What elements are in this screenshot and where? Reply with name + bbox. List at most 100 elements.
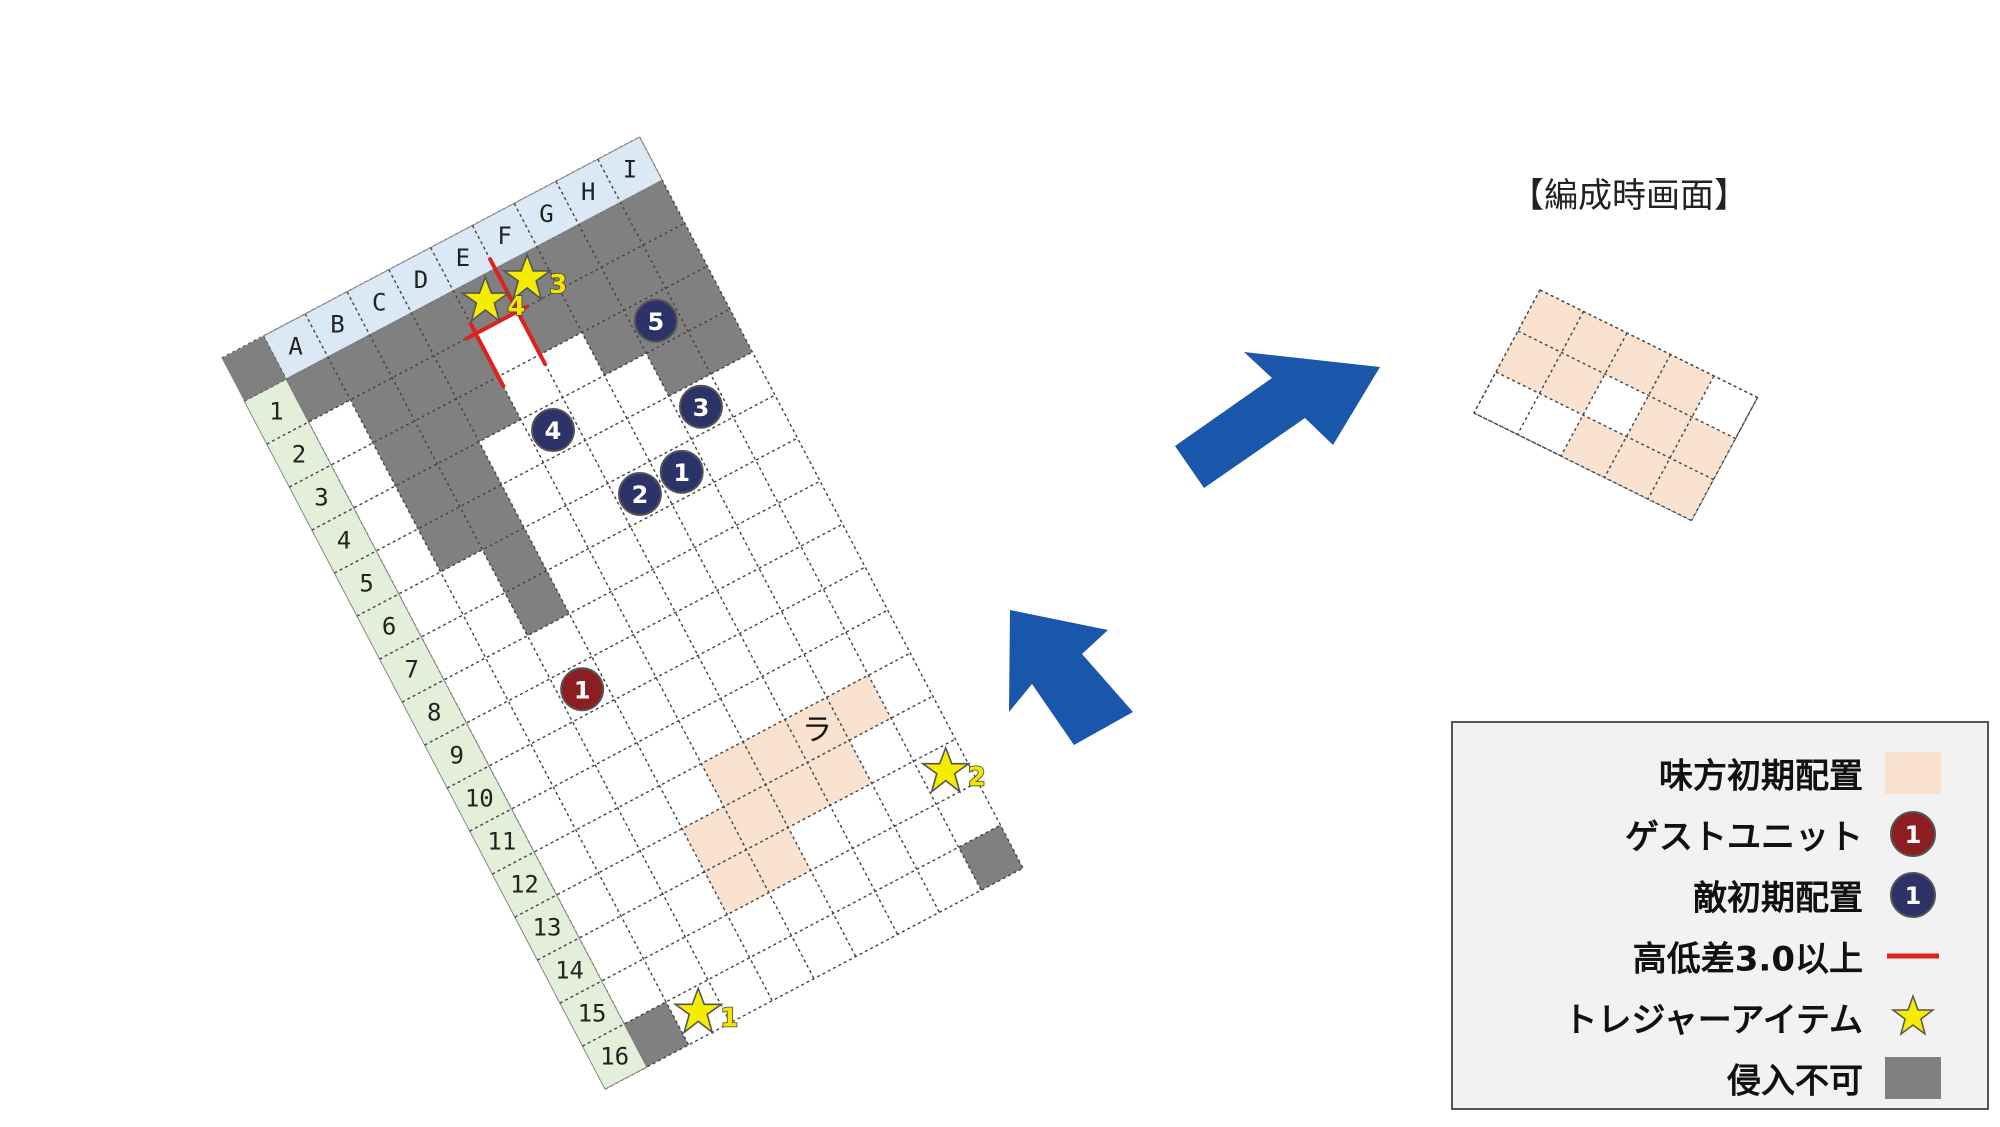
- grid-line: [446, 765, 490, 789]
- grid-line: [1647, 375, 1715, 500]
- enemy-unit-marker-number: 5: [648, 308, 665, 336]
- star-icon: [672, 986, 724, 1035]
- blocked-cell: [665, 266, 730, 332]
- ally-start-cell: [701, 741, 766, 807]
- row-header-label: 15: [578, 1000, 607, 1028]
- column-header-label: G: [539, 200, 553, 228]
- blocked-cell: [411, 290, 476, 356]
- enemy-unit-marker-number: 4: [545, 417, 562, 445]
- blocked-cell: [559, 267, 624, 333]
- map-label: ラ: [802, 713, 832, 748]
- row-header-label: 16: [600, 1043, 629, 1071]
- ally-start-cell: [765, 762, 830, 828]
- legend-enemy-start-label: 敵初期配置: [1693, 878, 1863, 919]
- blocked-cell: [536, 224, 602, 290]
- grid-line: [1603, 354, 1672, 478]
- grid-line: [1516, 311, 1585, 435]
- formation-cell: [1496, 331, 1562, 394]
- formation-cell: [1648, 354, 1714, 417]
- blocked-cell: [392, 355, 457, 421]
- row-header-label: 13: [533, 914, 562, 942]
- legend-ally-start: 味方初期配置: [1453, 743, 1987, 803]
- formation-cell: [1626, 395, 1692, 458]
- legend-guest-unit: ゲストユニット 1: [1453, 804, 1987, 864]
- guest-unit-marker-disc: [560, 667, 605, 712]
- ally-start-cell: [784, 697, 850, 763]
- enemy-unit-marker: 5: [633, 298, 678, 343]
- grid-line: [334, 351, 753, 574]
- treasure-marker: 1: [672, 986, 739, 1035]
- grid-line: [514, 695, 934, 918]
- grid-line: [1473, 289, 1541, 414]
- grid-line: [1495, 371, 1714, 481]
- blocked-cell: [369, 312, 434, 378]
- ally-start-cell: [826, 675, 891, 741]
- star-icon: [920, 745, 972, 794]
- blocked-cell: [624, 1001, 689, 1067]
- grid-line: [491, 652, 911, 875]
- enemy-unit-marker: 4: [531, 408, 576, 453]
- grid-line: [388, 269, 413, 314]
- grid-line: [288, 464, 332, 488]
- grid-line: [491, 851, 535, 875]
- grid-line: [424, 722, 467, 746]
- legend-blocked: 侵入不可: [1453, 1048, 1987, 1108]
- enemy-unit-marker-disc: [633, 298, 678, 343]
- grid-line: [243, 378, 287, 402]
- enemy-unit-marker-number: 1: [673, 459, 690, 487]
- grid-line: [424, 523, 843, 746]
- enemy-unit-marker-number: 3: [693, 394, 710, 422]
- grid-line: [379, 437, 798, 660]
- row-header-label: 4: [337, 527, 351, 555]
- enemy-unit-marker: 2: [617, 471, 662, 516]
- treasure-number: 3: [549, 270, 567, 300]
- grid-line: [304, 313, 329, 358]
- grid-line: [513, 203, 538, 247]
- row-header-label: 11: [487, 828, 516, 856]
- row-header-label: 3: [314, 484, 328, 512]
- ally-start-cell: [723, 784, 789, 850]
- blocked-cell: [646, 331, 711, 397]
- grid-line: [559, 781, 979, 1004]
- grid-line: [537, 937, 580, 961]
- grid-line: [559, 980, 603, 1004]
- grid-line: [356, 593, 400, 617]
- legend-height-difference: 高低差3.0以上: [1453, 926, 1987, 986]
- grid-line: [311, 308, 731, 531]
- column-header-label: I: [623, 156, 637, 184]
- row-header-label: 9: [450, 742, 464, 770]
- formation-cell: [1670, 417, 1736, 480]
- blocked-cell: [414, 398, 480, 464]
- blocked-cell: [642, 223, 708, 289]
- column-header-label: E: [456, 244, 470, 272]
- column-header-label: D: [414, 266, 428, 294]
- grid-line: [514, 894, 557, 918]
- guest-unit-icon: 1: [1890, 811, 1936, 857]
- row-header-label: 6: [382, 613, 396, 641]
- legend-blocked-label: 侵入不可: [1727, 1061, 1863, 1102]
- row-header-label: 2: [292, 441, 306, 469]
- formation-board: [1473, 289, 1759, 522]
- ally-start-cell: [704, 849, 769, 915]
- grid-line: [469, 808, 512, 832]
- star-icon: [501, 252, 553, 302]
- row-header-label: 5: [359, 570, 373, 598]
- enemy-unit-marker-disc: [659, 449, 704, 494]
- grid-line: [1473, 412, 1692, 522]
- formation-cell: [1604, 436, 1670, 499]
- svg-text:1: 1: [1905, 882, 1922, 910]
- treasure-number: 2: [968, 763, 986, 793]
- formation-cell: [1561, 311, 1627, 374]
- column-header-label: H: [581, 178, 595, 206]
- blocked-cell: [958, 825, 1023, 891]
- row-header-label: 14: [555, 957, 584, 985]
- formation-cell: [1539, 352, 1605, 415]
- grid-line: [582, 824, 1001, 1047]
- enemy-unit-icon: 1: [1890, 872, 1936, 918]
- blocked-swatch: [1885, 1057, 1941, 1099]
- height-difference-line: [468, 321, 506, 389]
- legend-ally-start-label: 味方初期配置: [1659, 756, 1863, 797]
